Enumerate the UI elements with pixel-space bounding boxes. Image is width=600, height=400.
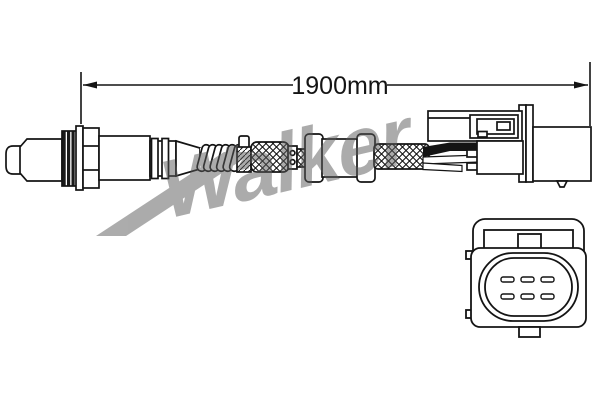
sensor-nose: [5, 145, 23, 175]
flange-bar-2: [525, 104, 534, 183]
watermark-swoosh-icon: [96, 152, 254, 236]
pin-slots: [500, 276, 555, 300]
dimension-arrow-left: [83, 81, 97, 89]
end-cap-dot-2: [289, 158, 296, 166]
pin-slot: [540, 293, 555, 300]
boot-middle: [321, 138, 359, 178]
crimp-ring-1: [150, 137, 159, 180]
latch-detent: [477, 130, 488, 138]
hex-nut: [82, 127, 100, 189]
wire-white-2: [422, 162, 463, 173]
detail-bottom-tab: [518, 326, 541, 338]
end-cap-dot-1: [289, 149, 296, 157]
latch-button: [496, 121, 511, 131]
crimp-ring-2: [161, 137, 170, 180]
wire-black: [423, 142, 480, 157]
dimension-callout: 1900mm: [80, 62, 591, 126]
pin-slot: [520, 276, 535, 283]
pin-slot: [540, 276, 555, 283]
dimension-label: 1900mm: [291, 72, 388, 100]
washer-flange: [75, 125, 84, 191]
pin-slot: [500, 276, 515, 283]
sensor-tip-body: [19, 138, 63, 182]
lower-housing: [476, 140, 524, 175]
pin-slot: [500, 293, 515, 300]
detail-oval-inner: [484, 257, 573, 317]
plug-body: [532, 126, 592, 182]
pin-slot: [520, 293, 535, 300]
plug-nub: [555, 180, 569, 188]
thread-section: [61, 130, 78, 187]
connector-detail-view: [465, 218, 587, 338]
watermark-label: Walker: [162, 86, 413, 238]
sensor-body: [98, 135, 151, 181]
dimension-arrow-right: [574, 81, 588, 89]
